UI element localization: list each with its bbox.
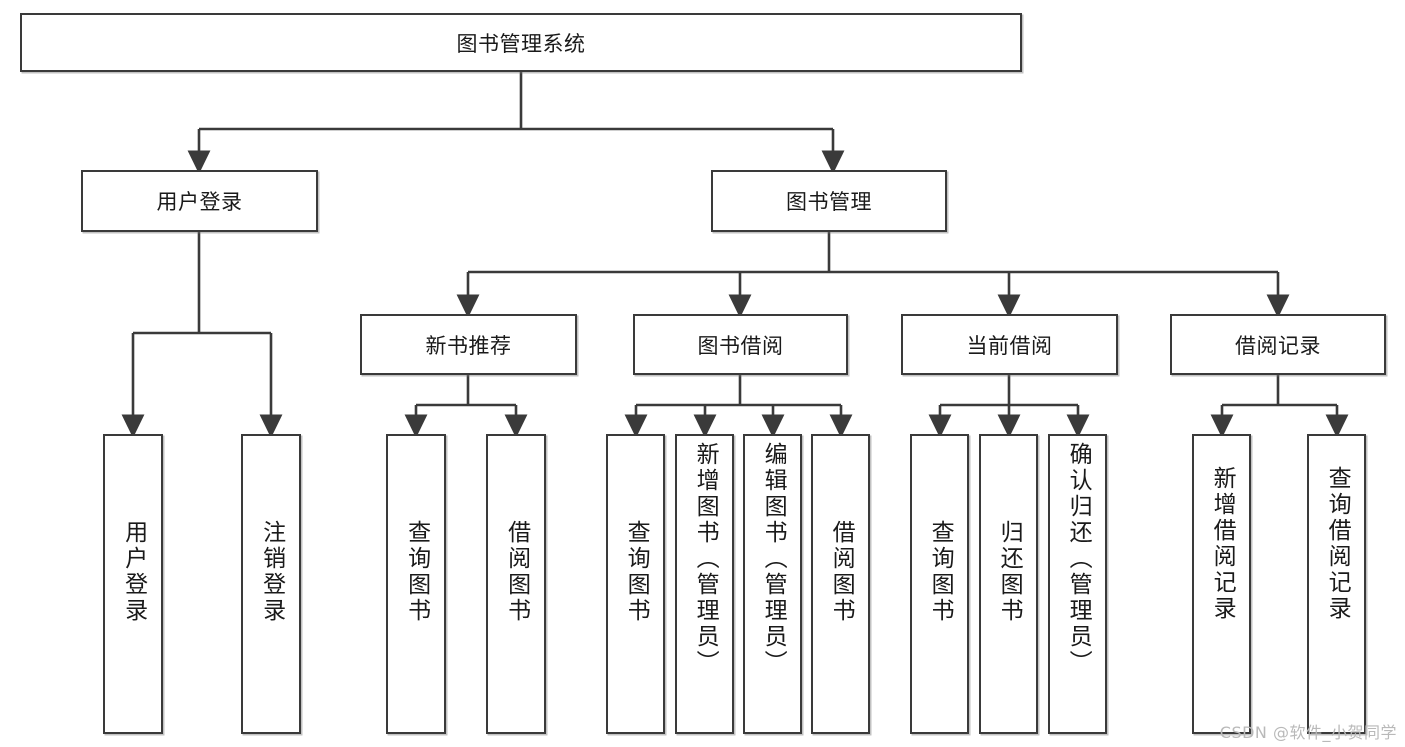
node-leaf-return-book[interactable]: 归还图书 [979, 434, 1038, 734]
node-leaf-borrow-book-1[interactable]: 借阅图书 [486, 434, 546, 734]
node-new-book-rec-label: 新书推荐 [425, 333, 512, 358]
node-leaf-borrow-book-1-label: 借阅图书 [503, 520, 530, 624]
node-leaf-borrow-book-2[interactable]: 借阅图书 [811, 434, 870, 734]
node-leaf-add-book-label: 新增图书（管理员） [692, 442, 719, 676]
node-current-borrow-label: 当前借阅 [966, 333, 1053, 358]
node-leaf-query-book-2-label: 查询图书 [623, 520, 650, 624]
node-leaf-add-record-label: 新增借阅记录 [1209, 466, 1236, 622]
node-root[interactable]: 图书管理系统 [20, 13, 1022, 72]
node-leaf-logout[interactable]: 注销登录 [241, 434, 301, 734]
watermark-text: CSDN @软件_小贺同学 [1219, 723, 1397, 742]
node-leaf-query-book-3[interactable]: 查询图书 [910, 434, 969, 734]
node-book-borrow[interactable]: 图书借阅 [633, 314, 848, 375]
node-book-borrow-label: 图书借阅 [697, 333, 784, 358]
node-leaf-confirm-return[interactable]: 确认归还（管理员） [1048, 434, 1107, 734]
node-borrow-record[interactable]: 借阅记录 [1170, 314, 1386, 375]
node-user-login[interactable]: 用户登录 [81, 170, 318, 232]
node-leaf-user-login-label: 用户登录 [120, 520, 147, 624]
node-leaf-return-book-label: 归还图书 [996, 520, 1023, 624]
node-new-book-rec[interactable]: 新书推荐 [360, 314, 577, 375]
node-leaf-query-book-1[interactable]: 查询图书 [386, 434, 446, 734]
node-root-label: 图书管理系统 [456, 31, 586, 56]
node-leaf-query-book-3-label: 查询图书 [927, 520, 954, 624]
node-leaf-query-book-1-label: 查询图书 [403, 520, 430, 624]
node-leaf-edit-book-label: 编辑图书（管理员） [760, 442, 787, 676]
node-leaf-query-book-2[interactable]: 查询图书 [606, 434, 665, 734]
node-borrow-record-label: 借阅记录 [1235, 333, 1321, 358]
node-user-login-label: 用户登录 [156, 190, 243, 214]
node-leaf-query-record-label: 查询借阅记录 [1324, 466, 1351, 622]
node-leaf-query-record[interactable]: 查询借阅记录 [1307, 434, 1366, 734]
node-leaf-logout-label: 注销登录 [258, 520, 285, 624]
node-book-manage-label: 图书管理 [786, 190, 872, 214]
node-leaf-user-login[interactable]: 用户登录 [103, 434, 163, 734]
node-current-borrow[interactable]: 当前借阅 [901, 314, 1118, 375]
node-book-manage[interactable]: 图书管理 [711, 170, 947, 232]
node-leaf-add-record[interactable]: 新增借阅记录 [1192, 434, 1251, 734]
node-leaf-add-book[interactable]: 新增图书（管理员） [675, 434, 734, 734]
node-leaf-edit-book[interactable]: 编辑图书（管理员） [743, 434, 802, 734]
node-leaf-borrow-book-2-label: 借阅图书 [828, 520, 855, 624]
node-leaf-confirm-return-label: 确认归还（管理员） [1065, 442, 1092, 676]
